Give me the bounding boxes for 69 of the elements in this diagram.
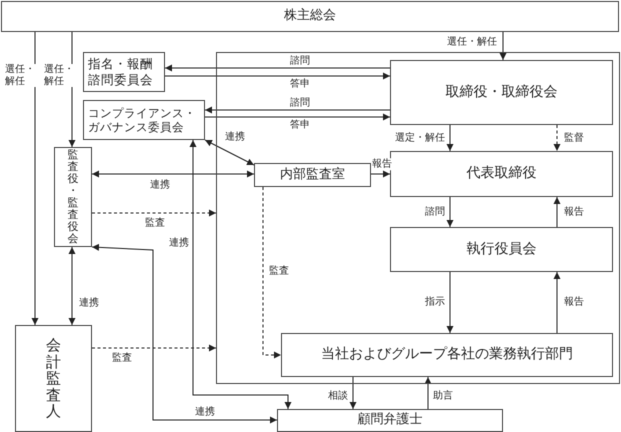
arrow [554, 196, 560, 228]
edge-label: 監査 [268, 265, 290, 277]
edge-label: 助言 [432, 390, 454, 402]
arrow [32, 32, 38, 326]
org-box [83, 52, 165, 92]
box-label: 代表取締役 [466, 165, 536, 183]
arrow [500, 32, 506, 60]
box-label: 株主総会 [284, 8, 336, 25]
arrow [424, 376, 432, 410]
org-box [254, 163, 371, 187]
edge-label: 相談 [327, 390, 349, 402]
edge-label: 諮問 [289, 55, 311, 67]
box-label: 指名・報酬諮問委員会 [88, 56, 154, 88]
arrow [370, 170, 390, 178]
edge-label: 報告 [371, 158, 393, 170]
arrow [554, 124, 560, 152]
edge-label: 答申 [289, 119, 311, 131]
arrow [190, 140, 292, 410]
arrow [204, 114, 390, 120]
arrow [262, 186, 282, 358]
box-label: 内部監査室 [280, 166, 345, 184]
box-label: コンプライアンス・ガバナンス委員会 [88, 106, 197, 134]
edge-label: 報告 [563, 296, 585, 308]
edge-label: 監査 [111, 352, 133, 364]
box-label: 顧問弁護士 [358, 412, 422, 429]
org-box [277, 409, 503, 432]
edge-label: 選任・解任 [446, 36, 498, 48]
edge-label: 選任・解任 [4, 64, 38, 87]
arrow [92, 170, 254, 178]
edge-label: 連携 [168, 237, 190, 249]
edge-label: 連携 [224, 131, 246, 143]
edge-label: 連携 [149, 179, 171, 191]
org-box [15, 325, 92, 432]
org-box [281, 333, 613, 377]
arrow [68, 246, 76, 326]
group-frame [216, 52, 620, 384]
edge-label: 監督 [563, 132, 585, 144]
arrow [92, 244, 278, 424]
arrow [92, 210, 216, 216]
arrow [446, 196, 454, 228]
edge-label: 諮問 [289, 97, 311, 109]
arrow [350, 376, 356, 410]
arrow [164, 64, 390, 72]
arrow [554, 272, 560, 334]
edge-label: 連携 [194, 406, 216, 418]
edge-label: 連携 [78, 297, 100, 309]
edge-label: 諮問 [424, 206, 446, 218]
box-label: 取締役・取締役会 [446, 84, 558, 102]
arrow [204, 106, 390, 114]
org-box [1, 1, 619, 32]
edge-label: 選定・解任 [394, 132, 446, 144]
arrow [92, 344, 216, 352]
org-box [390, 227, 613, 272]
arrow [204, 140, 254, 166]
box-label: 当社およびグループ各社の業務執行部門 [321, 346, 573, 364]
arrow [446, 124, 454, 152]
org-box [54, 147, 92, 247]
box-label: 監査役・監査役会 [68, 148, 78, 246]
org-box [390, 60, 613, 125]
box-label: 執行役員会 [466, 240, 536, 258]
edge-label: 監査 [144, 217, 166, 229]
arrow [164, 72, 390, 80]
edge-label: 答申 [289, 78, 311, 90]
edge-label: 指示 [424, 296, 446, 308]
org-box [390, 151, 613, 197]
edge-label: 報告 [563, 206, 585, 218]
org-box [83, 100, 205, 140]
box-label: 会計監査人 [46, 337, 61, 420]
arrow [446, 272, 454, 334]
